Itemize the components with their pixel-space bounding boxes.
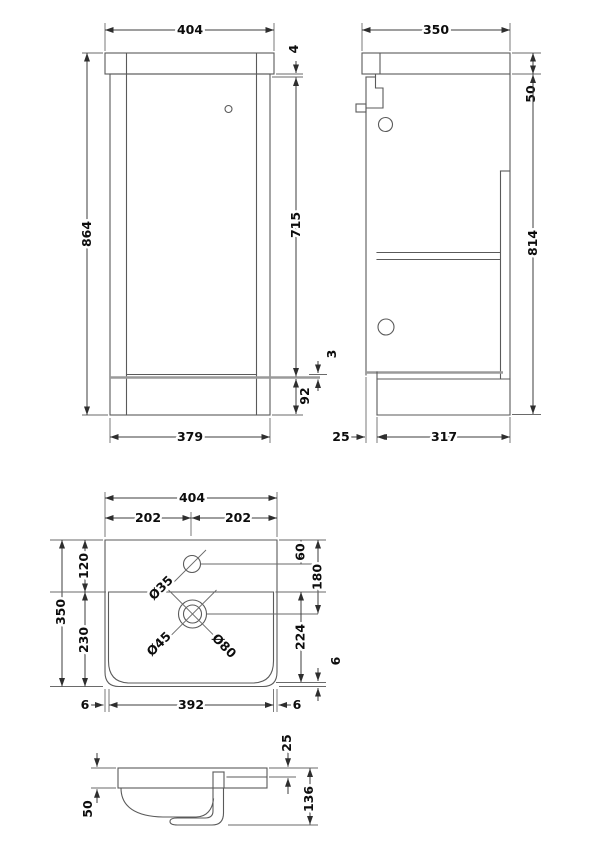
- waste-pipe-profile: [169, 787, 225, 826]
- dim-label: 814: [525, 230, 540, 256]
- dim-front-overall-width: 404: [104, 20, 275, 51]
- waste-dia-label: Ø45: [143, 628, 173, 658]
- dim-rim-thickness: 25: [269, 732, 318, 794]
- cabinet-front: [109, 73, 271, 416]
- dim-worktop-thickness: 4: [272, 42, 304, 78]
- dim-label: 224: [293, 624, 308, 650]
- hinge-bracket: [365, 73, 384, 109]
- basin-plan-view: Ø35 Ø45 Ø80 404 202 202 350 120: [50, 488, 346, 715]
- dim-basin-overall-width: 404: [104, 488, 278, 537]
- hinge-hole-bottom: [377, 318, 395, 336]
- dim-label: 25: [332, 429, 349, 444]
- dim-label: 4: [286, 44, 301, 53]
- dim-label: 6: [293, 697, 302, 712]
- dim-carcass-height: 814: [512, 74, 543, 415]
- dim-label: 180: [310, 564, 325, 590]
- fixing-tab: [355, 103, 367, 113]
- side-view-outline: [355, 52, 511, 416]
- dim-label: 120: [76, 553, 91, 579]
- hinge-hole-top: [377, 116, 394, 133]
- dim-label: 25: [279, 734, 294, 751]
- waste-leader: [168, 589, 217, 639]
- dim-back-to-bowl: 120: [50, 540, 106, 593]
- basin-outer-edge: [104, 539, 278, 688]
- waste-hole: [182, 604, 203, 624]
- dim-worktop-height: 50: [512, 52, 541, 105]
- dim-label: 92: [297, 387, 312, 404]
- dim-front-overall-height: 864: [77, 52, 108, 416]
- dim-bowl-to-front: 230: [74, 592, 94, 687]
- dim-label: 404: [177, 22, 203, 37]
- dim-label: 202: [225, 510, 251, 525]
- dim-label: 3: [324, 350, 339, 359]
- dim-label: 379: [177, 429, 203, 444]
- worktop-side: [361, 52, 511, 75]
- dim-carcass-width: 379: [109, 418, 271, 447]
- tap-hole-leader: [170, 549, 207, 586]
- dim-bowl-front-height: 50: [78, 753, 116, 820]
- dim-label: 317: [431, 429, 457, 444]
- basin-plan-outline: Ø35 Ø45 Ø80: [104, 539, 318, 688]
- dim-door-height: 715: [286, 77, 306, 377]
- dim-side-overall-depth: 350: [361, 20, 511, 51]
- dim-label: 6: [328, 656, 343, 665]
- basin-profile-view: 50 25 136: [78, 732, 319, 826]
- dim-bottom-gap: 3: [309, 347, 342, 391]
- bowl-edge: [107, 591, 275, 684]
- dim-plinth-height: 92: [272, 379, 315, 416]
- dim-bowl-edge-gap: 6: [276, 654, 346, 701]
- dim-label: 404: [179, 490, 205, 505]
- dim-plinth-depth: 317: [377, 417, 511, 447]
- dim-label: 50: [523, 85, 538, 103]
- dim-basin-overall-height: 136: [228, 768, 319, 826]
- dim-tap-hole-offset: 60: [279, 539, 326, 564]
- dim-label: 864: [79, 221, 94, 247]
- dim-basin-centres: 202 202: [105, 508, 277, 536]
- basin-rim-profile: [117, 767, 268, 789]
- bowl-profile-curve: [120, 787, 215, 818]
- dim-label: 50: [80, 800, 95, 818]
- side-view: 350 50 814 25 317: [330, 20, 543, 447]
- front-view: 404 864 4 715 3 92: [77, 20, 342, 447]
- dim-label: 392: [178, 697, 204, 712]
- dim-waste-offset: 180: [307, 540, 327, 614]
- worktop-front: [104, 52, 275, 75]
- basin-profile-outline: [117, 767, 268, 826]
- front-view-outline: [104, 52, 320, 416]
- dim-label: 136: [301, 786, 316, 812]
- dim-basin-overall-depth: 350: [50, 539, 103, 687]
- dim-bowl-width-row: 6 392 6: [78, 689, 304, 715]
- dim-label: 350: [423, 22, 449, 37]
- dim-label: 202: [135, 510, 161, 525]
- dim-label: 60: [293, 543, 308, 561]
- tap-hole-dia-label: Ø35: [145, 572, 175, 602]
- dim-toe-recess: 25: [330, 377, 391, 447]
- dim-label: 350: [53, 599, 68, 625]
- dim-label: 230: [76, 627, 91, 653]
- door-knob: [224, 104, 233, 114]
- dim-bowl-length: 224: [275, 591, 326, 683]
- dim-label: 715: [288, 212, 303, 238]
- dim-label: 6: [81, 697, 90, 712]
